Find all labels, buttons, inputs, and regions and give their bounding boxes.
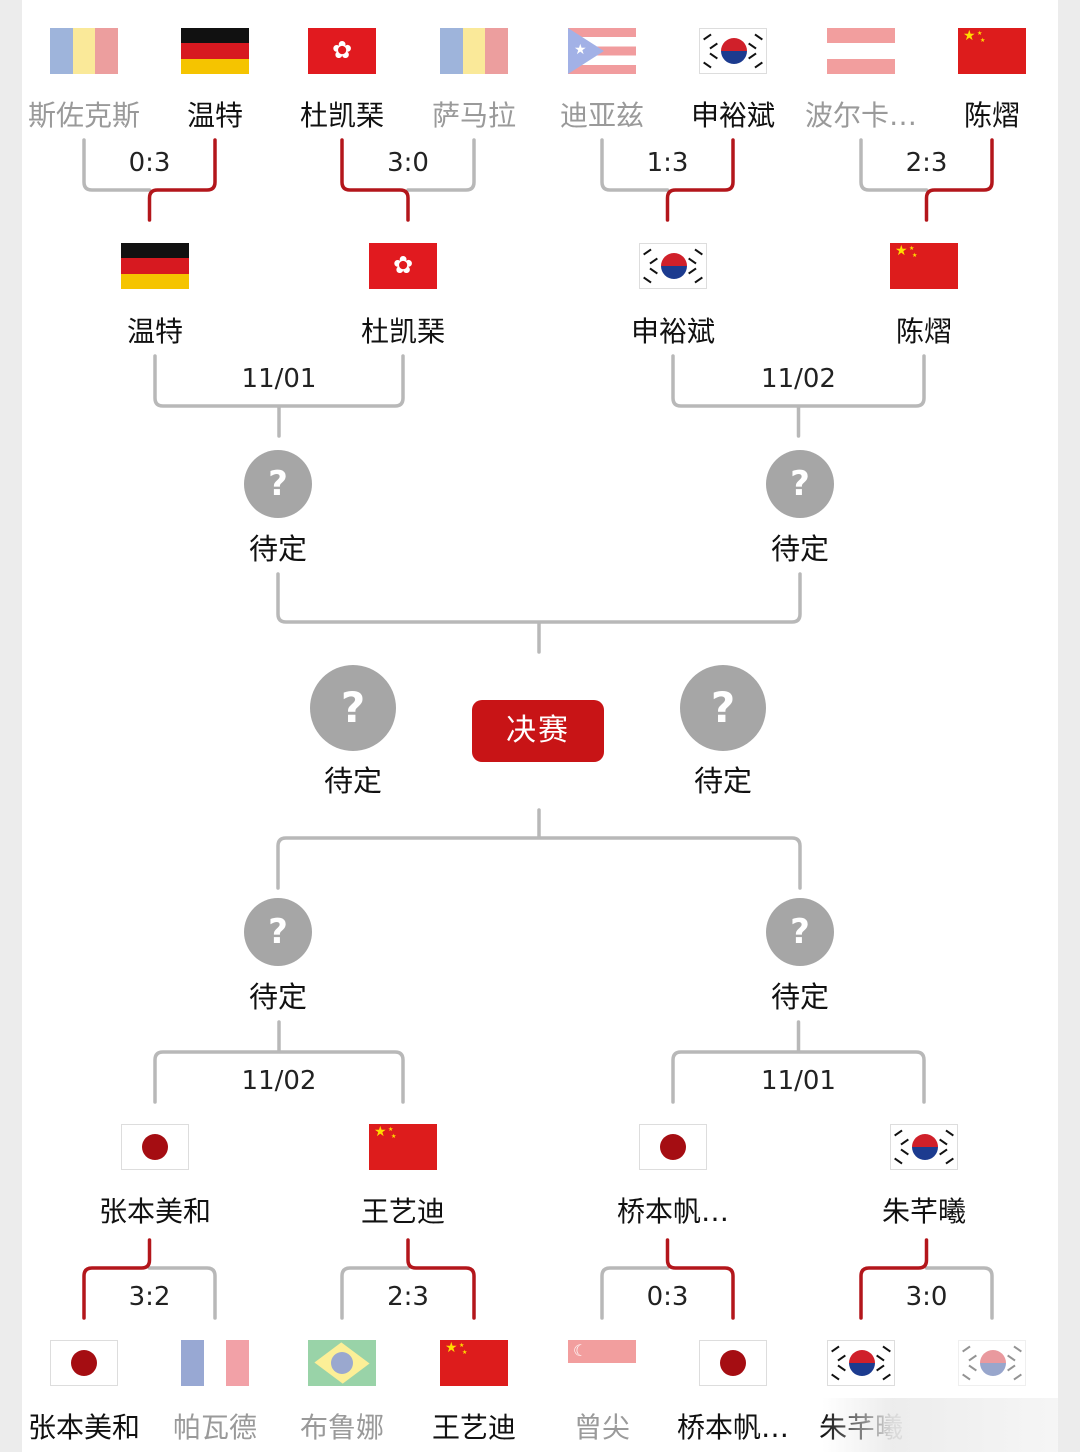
korea-flag-icon — [699, 28, 767, 74]
singapore-flag-icon: ☾ — [568, 1340, 636, 1386]
match-date[interactable]: 11/01 — [241, 364, 317, 394]
pending-placeholder-icon[interactable]: ? — [766, 898, 834, 966]
player-name[interactable]: 萨马拉 — [431, 99, 516, 132]
winner-line — [665, 1238, 735, 1320]
bracket-line — [276, 808, 802, 890]
match-date[interactable]: 11/01 — [761, 1066, 836, 1096]
romania-flag-icon — [50, 28, 118, 74]
winner-line — [859, 1238, 929, 1320]
winner-line — [924, 138, 994, 222]
player-name[interactable]: 申裕斌 — [630, 315, 715, 348]
winner-line — [147, 138, 217, 222]
pending-label: 待定 — [248, 980, 307, 1014]
player-name[interactable]: 曾尖 — [573, 1411, 630, 1444]
pending-label: 待定 — [693, 764, 752, 798]
bracket-line — [859, 138, 929, 192]
korea-flag-icon — [639, 243, 707, 289]
bracket-line — [671, 1020, 926, 1104]
player-name[interactable]: 帕瓦德 — [172, 1411, 257, 1444]
japan-flag-icon — [639, 1124, 707, 1170]
bracket-line — [82, 138, 152, 192]
match-score[interactable]: 2:3 — [387, 1282, 429, 1312]
pending-placeholder-icon[interactable]: ? — [310, 665, 396, 751]
bracket-line — [276, 572, 802, 654]
player-name[interactable]: 张本美和 — [98, 1195, 211, 1228]
match-score[interactable]: 3:0 — [905, 1282, 948, 1312]
pending-placeholder-icon[interactable]: ? — [680, 665, 766, 751]
player-name[interactable]: 温特 — [186, 99, 243, 132]
match-score[interactable]: 2:3 — [905, 148, 948, 178]
hongkong-flag-icon: ✿ — [308, 28, 376, 74]
bracket-line — [924, 1266, 994, 1320]
brazil-flag-icon — [308, 1340, 376, 1386]
watermark-overlay — [822, 1398, 1058, 1452]
player-name[interactable]: 陈熠 — [963, 99, 1020, 132]
japan-flag-icon — [50, 1340, 118, 1386]
match-score[interactable]: 3:0 — [387, 148, 429, 178]
player-name[interactable]: 杜凯琹 — [299, 99, 384, 132]
match-date[interactable]: 11/02 — [761, 364, 836, 394]
bracket-line — [153, 1020, 405, 1104]
austria-flag-icon — [827, 28, 895, 74]
pending-label: 待定 — [770, 532, 829, 566]
germany-flag-icon — [121, 243, 189, 289]
winner-line — [665, 138, 735, 222]
pending-label: 待定 — [323, 764, 382, 798]
match-score[interactable]: 1:3 — [646, 148, 689, 178]
korea-flag-icon — [890, 1124, 958, 1170]
winner-line — [406, 1238, 476, 1320]
bracket-line — [340, 1266, 410, 1320]
china-flag-icon: ★★★ — [369, 1124, 437, 1170]
player-name[interactable]: 朱芊曦 — [881, 1195, 966, 1228]
match-score[interactable]: 0:3 — [128, 148, 171, 178]
pending-label: 待定 — [770, 980, 829, 1014]
korea-flag-icon — [958, 1340, 1026, 1386]
player-name[interactable]: 王艺迪 — [360, 1195, 445, 1228]
bracket-line — [671, 354, 926, 438]
puertorico-flag-icon: ★ — [568, 28, 636, 74]
player-name[interactable]: 温特 — [126, 315, 183, 348]
pending-label: 待定 — [248, 532, 307, 566]
korea-flag-icon — [827, 1340, 895, 1386]
player-name[interactable]: 桥本帆… — [676, 1411, 789, 1444]
japan-flag-icon — [699, 1340, 767, 1386]
pending-placeholder-icon[interactable]: ? — [244, 450, 312, 518]
germany-flag-icon — [181, 28, 249, 74]
bracket-line — [600, 138, 670, 192]
player-name[interactable]: 王艺迪 — [431, 1411, 516, 1444]
hongkong-flag-icon: ✿ — [369, 243, 437, 289]
pending-placeholder-icon[interactable]: ? — [766, 450, 834, 518]
final-badge[interactable]: 决赛 — [472, 700, 604, 762]
romania-flag-icon — [440, 28, 508, 74]
winner-line — [82, 1238, 152, 1320]
player-name[interactable]: 申裕斌 — [690, 99, 775, 132]
match-score[interactable]: 0:3 — [646, 1282, 689, 1312]
china-flag-icon: ★★★ — [958, 28, 1026, 74]
china-flag-icon: ★★★ — [440, 1340, 508, 1386]
pending-placeholder-icon[interactable]: ? — [244, 898, 312, 966]
match-date[interactable]: 11/02 — [241, 1066, 317, 1096]
player-name[interactable]: 斯佐克斯 — [27, 99, 140, 132]
winner-line — [340, 138, 410, 222]
player-name[interactable]: 布鲁娜 — [299, 1411, 384, 1444]
bracket-line — [600, 1266, 670, 1320]
player-name[interactable]: 陈熠 — [895, 315, 952, 348]
player-name[interactable]: 杜凯琹 — [360, 315, 445, 348]
bracket-line — [147, 1266, 217, 1320]
bracket-line — [406, 138, 476, 192]
match-score[interactable]: 3:2 — [128, 1282, 171, 1312]
japan-flag-icon — [121, 1124, 189, 1170]
player-name[interactable]: 波尔卡… — [804, 99, 917, 132]
player-name[interactable]: 迪亚兹 — [559, 99, 644, 132]
france-flag-icon — [181, 1340, 249, 1386]
bracket-line — [153, 354, 405, 438]
player-name[interactable]: 张本美和 — [27, 1411, 140, 1444]
china-flag-icon: ★★★ — [890, 243, 958, 289]
bracket-lines — [82, 138, 994, 1320]
player-name[interactable]: 桥本帆… — [616, 1195, 729, 1228]
